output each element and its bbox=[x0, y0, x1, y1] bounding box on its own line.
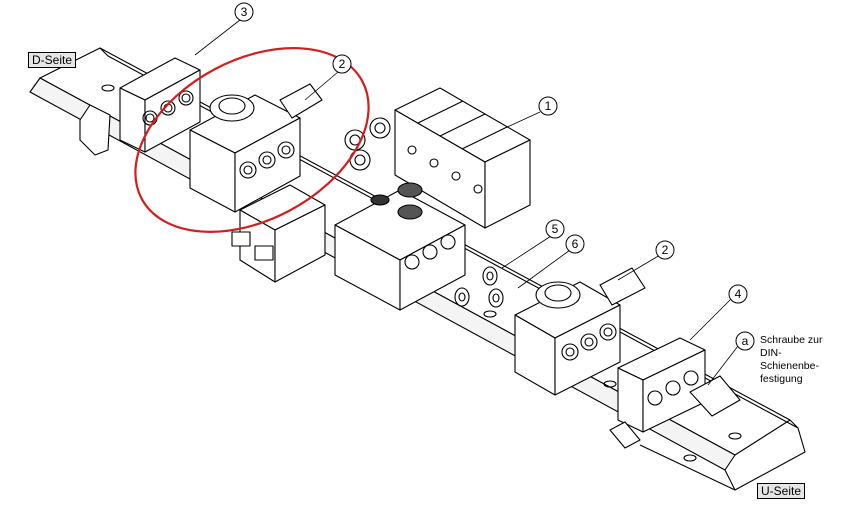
callout-3: 3 bbox=[234, 2, 254, 22]
callout-5: 5 bbox=[545, 219, 565, 239]
blanking-plugs bbox=[454, 266, 504, 308]
svg-text:5: 5 bbox=[552, 222, 559, 236]
svg-text:2: 2 bbox=[662, 243, 669, 257]
callout-2-top: 2 bbox=[332, 54, 352, 74]
din-rail-screw-note: Schraube zur DIN- Schienenbe- festigung bbox=[760, 334, 822, 386]
connector-block bbox=[231, 184, 326, 283]
note-line: Schienenbe- bbox=[760, 360, 819, 372]
note-line: DIN- bbox=[760, 347, 782, 359]
callout-6: 6 bbox=[565, 234, 585, 254]
d-side-label: D-Seite bbox=[28, 52, 77, 68]
svg-text:a: a bbox=[742, 334, 749, 348]
svg-text:2: 2 bbox=[339, 57, 346, 71]
svg-text:4: 4 bbox=[735, 287, 742, 301]
svg-text:3: 3 bbox=[241, 5, 248, 19]
svg-text:1: 1 bbox=[545, 99, 552, 113]
callout-a: a bbox=[735, 331, 755, 351]
callout-leaders bbox=[194, 19, 739, 386]
u-side-label: U-Seite bbox=[757, 483, 806, 499]
note-line: festigung bbox=[760, 373, 803, 385]
supply-block-d-side bbox=[189, 83, 323, 213]
note-line: Schraube zur bbox=[760, 334, 823, 346]
supply-block-u-side bbox=[514, 267, 646, 396]
end-plate-u-side bbox=[609, 337, 741, 449]
callout-2-right: 2 bbox=[655, 240, 675, 260]
highlight-ellipse bbox=[134, 47, 370, 233]
svg-text:6: 6 bbox=[572, 237, 579, 251]
solenoid-valves bbox=[394, 87, 531, 229]
callout-1: 1 bbox=[538, 96, 558, 116]
end-plate-d-side bbox=[79, 57, 201, 156]
callout-4: 4 bbox=[728, 284, 748, 304]
manifold-base bbox=[334, 117, 466, 311]
